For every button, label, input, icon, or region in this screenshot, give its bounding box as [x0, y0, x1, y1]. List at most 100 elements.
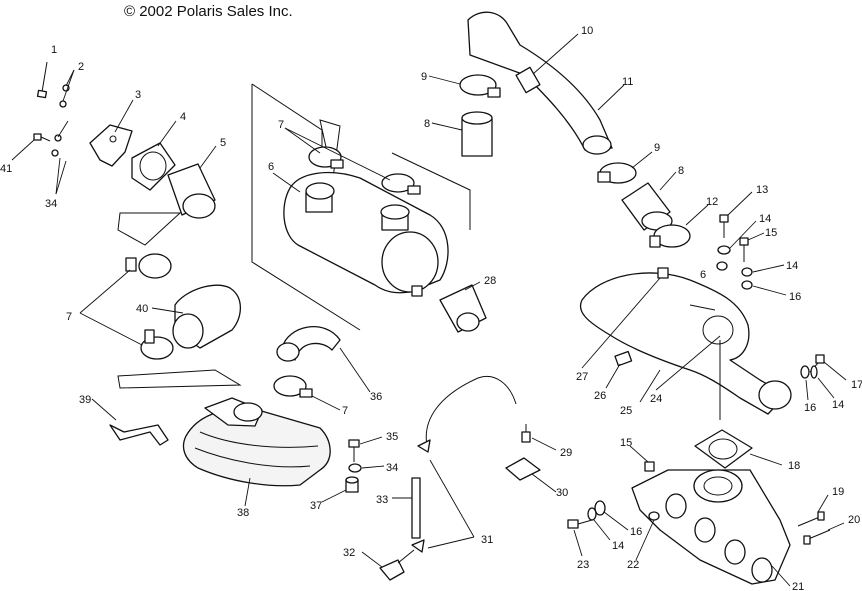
callout-25: 25: [620, 405, 632, 417]
callout-32: 32: [343, 547, 355, 559]
callout-14b: 14: [786, 260, 798, 272]
bracket-39: [109, 424, 169, 446]
callout-36: 36: [370, 391, 382, 403]
callout-24: 24: [650, 393, 662, 405]
washer-14d: [587, 507, 611, 541]
stud-19: [797, 494, 829, 527]
callout-14d: 14: [612, 540, 624, 552]
clips-31: [411, 439, 475, 553]
tube-28: [439, 281, 487, 333]
retaining-cable: [425, 376, 517, 451]
callout-3: 3: [135, 89, 141, 101]
callout-33: 33: [376, 494, 388, 506]
callout-40: 40: [136, 303, 148, 315]
muffler-6: [272, 171, 449, 297]
callout-34b: 34: [386, 462, 398, 474]
gasket-18: [694, 429, 783, 469]
callout-19: 19: [832, 486, 844, 498]
callout-29: 29: [560, 447, 572, 459]
callout-5: 5: [220, 137, 226, 149]
bolt-15: [739, 232, 765, 262]
callout-16c: 16: [630, 526, 642, 538]
bolt-1: [36, 61, 48, 99]
callout-9a: 9: [421, 71, 427, 83]
washer-14b: [741, 264, 785, 277]
callout-20: 20: [848, 514, 860, 526]
callout-15a: 15: [765, 227, 777, 239]
bracket-32: [361, 549, 415, 581]
callout-10: 10: [581, 25, 593, 37]
callout-37: 37: [310, 500, 322, 512]
rivet-29: [521, 424, 557, 451]
washers-2: [51, 69, 75, 195]
washer-14a: [717, 220, 757, 255]
callout-38: 38: [237, 507, 249, 519]
bolt-41: [11, 133, 51, 161]
callout-14a: 14: [759, 213, 771, 225]
callout-8b: 8: [678, 165, 684, 177]
head-pipe-25: [579, 272, 792, 415]
plug-26: [605, 350, 633, 389]
callout-34: 34: [45, 198, 57, 210]
callout-31: 31: [481, 534, 493, 546]
callout-8a: 8: [424, 118, 430, 130]
callout-30: 30: [556, 487, 568, 499]
bracket-3: [89, 124, 133, 167]
bolt-13: [719, 191, 753, 238]
washer-16c: [594, 500, 629, 531]
callout-13: 13: [756, 184, 768, 196]
nut-6b: [716, 261, 728, 271]
hanger-33: [392, 477, 421, 539]
clamp-7a: [125, 253, 172, 279]
callout-9b: 9: [654, 142, 660, 154]
nut-15b: [629, 445, 655, 472]
bushing-37: [321, 476, 359, 503]
clamp-7b: [140, 329, 174, 360]
clamps-7-upper: [284, 127, 421, 195]
sensor-27: [581, 267, 669, 369]
bolt-35: [348, 436, 383, 462]
callout-14c: 14: [832, 399, 844, 411]
callout-7-lower: 7: [342, 405, 348, 417]
washer-34b: [348, 463, 385, 473]
copyright-notice: © 2002 Polaris Sales Inc.: [124, 3, 293, 20]
plug-10: [515, 33, 579, 94]
callout-6: 6: [268, 161, 274, 173]
washer-14c: [810, 365, 835, 399]
callout-11: 11: [622, 76, 633, 88]
callout-17: 17: [851, 379, 862, 391]
clamp-12: [649, 204, 709, 248]
stud-24: [655, 335, 721, 420]
clamp-9a: [428, 74, 501, 98]
nut-16a: [741, 280, 787, 296]
stud-22: [635, 511, 660, 561]
callout-23: 23: [577, 559, 589, 571]
sleeve-8a: [431, 111, 493, 157]
stud-20: [803, 522, 845, 545]
callout-15b: 15: [620, 437, 632, 449]
nut-16b: [800, 365, 810, 401]
callout-22: 22: [627, 559, 639, 571]
silencer-38: [182, 397, 331, 507]
callout-27: 27: [576, 371, 588, 383]
callout-1: 1: [51, 44, 57, 56]
callout-26: 26: [594, 390, 606, 402]
pipe-11: [467, 11, 625, 155]
clamp-9b: [597, 151, 653, 184]
callout-7-left: 7: [66, 311, 72, 323]
callout-28: 28: [484, 275, 496, 287]
bolt-23: [567, 519, 593, 557]
clamp-7c: [273, 375, 341, 411]
manifold-21: [631, 469, 791, 587]
callout-4: 4: [180, 111, 186, 123]
callout-16a: 16: [789, 291, 801, 303]
bracket-30: [505, 457, 557, 493]
callout-21: 21: [792, 581, 804, 591]
elbow-hose-36: [276, 326, 371, 393]
callout-6b: 6: [700, 269, 706, 281]
callout-7-upper: 7: [278, 119, 284, 131]
callout-2: 2: [78, 61, 84, 73]
callout-12: 12: [706, 196, 718, 208]
